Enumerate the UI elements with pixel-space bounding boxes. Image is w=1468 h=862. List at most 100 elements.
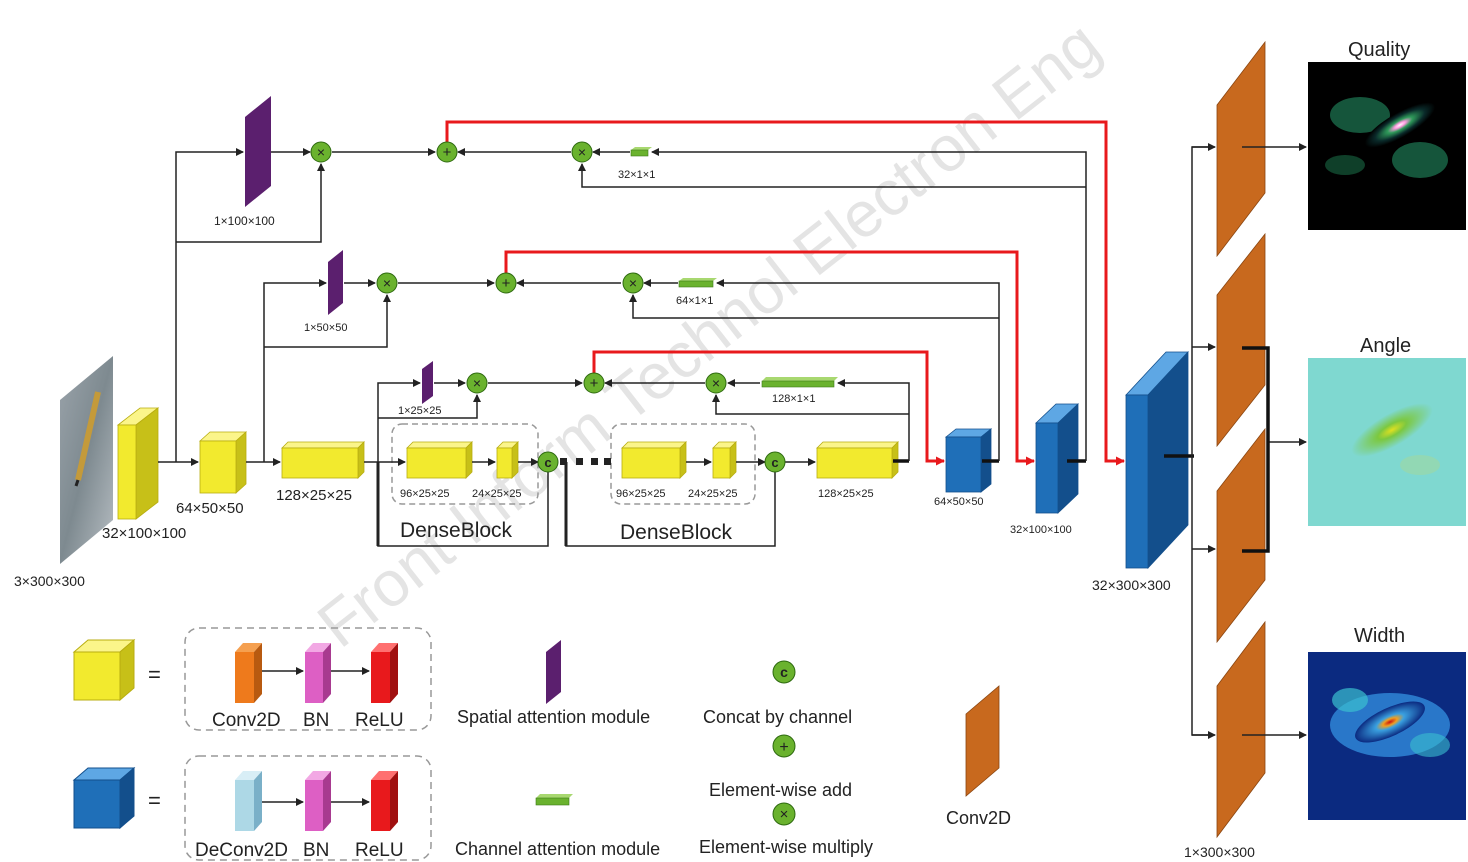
svg-text:×: × <box>383 275 391 291</box>
svg-text:×: × <box>317 144 325 160</box>
out-conv-width <box>1217 622 1265 837</box>
enc1-size-label: 32×100×100 <box>102 525 186 542</box>
quality-map <box>1308 62 1466 230</box>
sa-low-label: 1×25×25 <box>398 405 441 417</box>
watermark: Front Inform Technol Electron Eng <box>304 7 1113 661</box>
concat-node-1: c <box>538 452 558 472</box>
ca-mid-label: 64×1×1 <box>676 295 713 307</box>
spatial-attention-mid <box>328 250 343 315</box>
legend-relu-block-1 <box>371 643 398 703</box>
spatial-attention-top <box>245 96 271 207</box>
multiply-node-mid-1: × <box>377 273 397 293</box>
enc3-size-label: 128×25×25 <box>276 487 352 504</box>
dense2-conv-a <box>622 442 686 478</box>
legend-yellow-cube <box>74 640 134 700</box>
multiply-node-low-1: × <box>467 373 487 393</box>
svg-text:×: × <box>629 275 637 291</box>
denseblock2-label: DenseBlock <box>620 521 733 544</box>
svg-text:c: c <box>544 455 551 470</box>
legend-multiply-icon: × <box>773 803 795 825</box>
legend-bn-label: BN <box>303 710 329 731</box>
ca-low-label: 128×1×1 <box>772 393 815 405</box>
multiply-node-mid-2: × <box>623 273 643 293</box>
dec2-block <box>1036 404 1078 513</box>
channel-attention-top <box>631 147 652 156</box>
enc1-block <box>118 408 158 519</box>
dec3-size-label: 32×300×300 <box>1092 577 1171 593</box>
multiply-node-top-2: × <box>572 142 592 162</box>
legend-blue-cube <box>74 768 134 828</box>
svg-text:×: × <box>473 375 481 391</box>
add-node-mid: + <box>496 273 516 293</box>
svg-text:+: + <box>590 375 599 392</box>
dec3-block <box>1126 352 1188 568</box>
legend-relu-label: ReLU <box>355 710 404 731</box>
legend-multiply-label: Element-wise multiply <box>699 837 873 857</box>
spatial-attention-low <box>422 361 433 404</box>
angle-title: Angle <box>1360 335 1411 357</box>
sa-mid-label: 1×50×50 <box>304 322 347 334</box>
legend-channel-label: Channel attention module <box>455 839 660 859</box>
legend-add-icon: + <box>773 735 795 757</box>
svg-text:+: + <box>502 275 511 292</box>
dense2-b-label: 24×25×25 <box>688 488 738 500</box>
dense1-b-label: 24×25×25 <box>472 488 522 500</box>
out-conv-angle-2 <box>1217 429 1265 642</box>
width-map <box>1308 652 1466 820</box>
out-conv-angle-1 <box>1217 234 1265 446</box>
legend-bn-block-2 <box>305 771 331 831</box>
legend-relu2-label: ReLU <box>355 840 404 861</box>
width-title: Width <box>1354 625 1405 647</box>
enc-out-size-label: 128×25×25 <box>818 488 874 500</box>
out-size-label: 1×300×300 <box>1184 844 1255 860</box>
legend-conv2d-block <box>235 643 262 703</box>
multiply-node-low-2: × <box>706 373 726 393</box>
channel-attention-low <box>762 377 838 387</box>
legend-spatial-label: Spatial attention module <box>457 707 650 727</box>
legend-spatial-icon <box>546 640 561 704</box>
enc3-block <box>282 442 364 478</box>
quality-title: Quality <box>1348 39 1410 61</box>
legend-conv2d-label: Conv2D <box>212 710 281 731</box>
svg-text:+: + <box>443 144 452 161</box>
svg-text:×: × <box>712 375 720 391</box>
legend-deconv2d-block <box>235 771 262 831</box>
dense1-a-label: 96×25×25 <box>400 488 450 500</box>
legend-conv2d-orange-label: Conv2D <box>946 808 1011 828</box>
svg-text:c: c <box>771 455 778 470</box>
legend-concat-icon: c <box>773 661 795 683</box>
svg-text:×: × <box>578 144 586 160</box>
channel-attention-mid <box>679 278 717 287</box>
legend-bn2-label: BN <box>303 840 329 861</box>
dec2-size-label: 32×100×100 <box>1010 524 1072 536</box>
denseblock1-label: DenseBlock <box>400 519 513 542</box>
multiply-node-top-1: × <box>311 142 331 162</box>
enc2-size-label: 64×50×50 <box>176 500 244 517</box>
add-node-low: + <box>584 373 604 393</box>
legend-add-label: Element-wise add <box>709 780 852 800</box>
angle-map <box>1308 358 1466 526</box>
legend-deconv2d-label: DeConv2D <box>195 840 288 861</box>
ca-top-label: 32×1×1 <box>618 169 655 181</box>
dec1-size-label: 64×50×50 <box>934 496 984 508</box>
sa-top-label: 1×100×100 <box>214 214 275 228</box>
input-size-label: 3×300×300 <box>14 573 85 589</box>
dense2-a-label: 96×25×25 <box>616 488 666 500</box>
out-conv-quality <box>1217 42 1265 256</box>
dense2-conv-b <box>713 442 736 478</box>
enc-out-block <box>817 442 898 478</box>
enc2-block <box>200 432 246 493</box>
concat-node-2: c <box>765 452 785 472</box>
legend-relu-block-2 <box>371 771 398 831</box>
dense1-conv-a <box>407 442 472 478</box>
add-node-top: + <box>437 142 457 162</box>
legend-orange-conv-icon <box>966 686 999 796</box>
legend-concat-label: Concat by channel <box>703 707 852 727</box>
legend-channel-icon <box>536 794 573 805</box>
legend-eq-2: = <box>148 788 161 813</box>
svg-text:×: × <box>780 806 789 823</box>
svg-text:c: c <box>780 664 788 680</box>
legend-eq-1: = <box>148 662 161 687</box>
legend-bn-block-1 <box>305 643 331 703</box>
